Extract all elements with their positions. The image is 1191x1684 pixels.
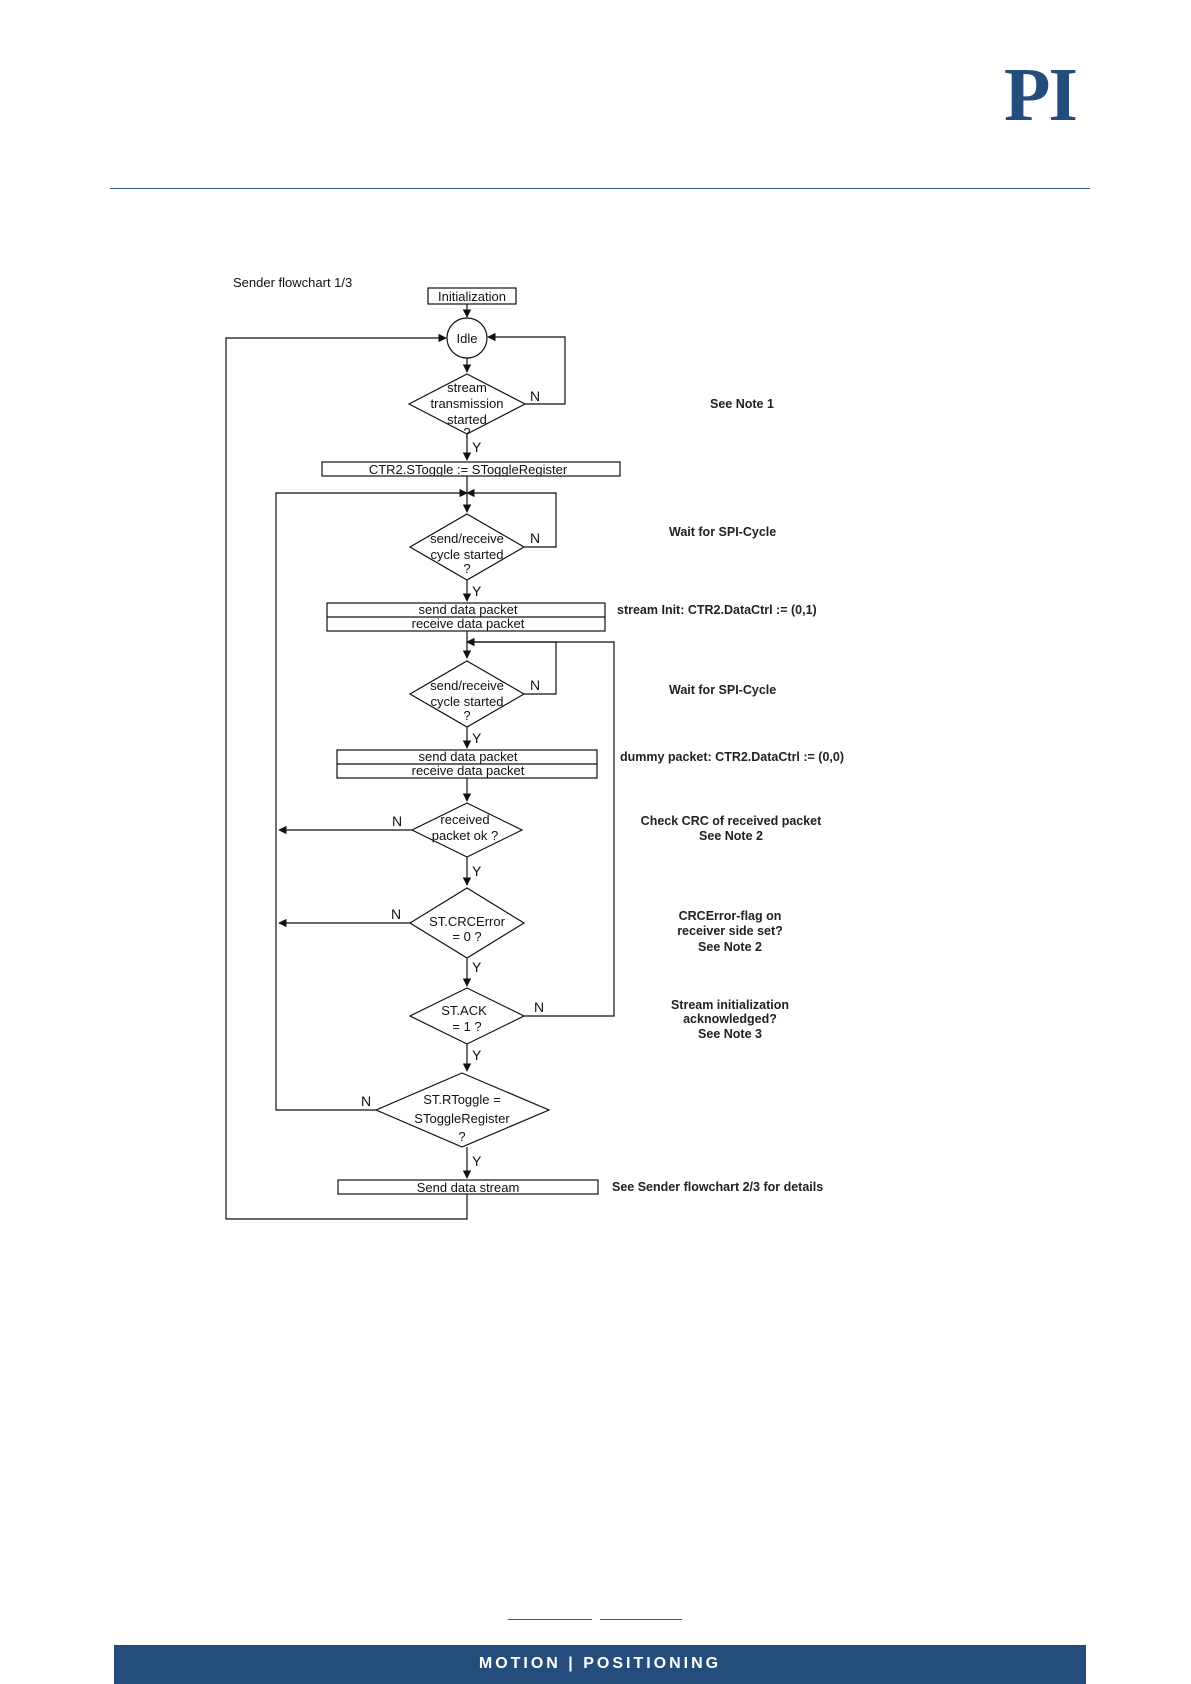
header-divider	[110, 188, 1090, 189]
d-rtoggle-l3: ?	[458, 1129, 465, 1144]
send-stream-box	[337, 1179, 599, 1195]
pi-logo: PI	[1004, 62, 1078, 128]
note-see-note-1: See Note 1	[710, 397, 774, 411]
d-cycle2-l2: cycle started	[431, 694, 504, 709]
d-stream-l1: stream	[447, 380, 487, 395]
crc-no-label: N	[391, 906, 401, 922]
cycle2-no-label: N	[530, 677, 540, 693]
cycle1-no-label: N	[530, 530, 540, 546]
send-stream-label: Send data stream	[417, 1180, 520, 1195]
footer-tagline: MOTION | POSITIONING	[478, 1655, 722, 1672]
ack-yes-label: Y	[472, 1047, 482, 1063]
d-cycle1-l2: cycle started	[431, 547, 504, 562]
footer-link-2[interactable]	[600, 1619, 682, 1620]
d-cycle1-l1: send/receive	[430, 531, 504, 546]
note-dummy-packet: dummy packet: CTR2.DataCtrl := (0,0)	[620, 750, 844, 764]
decision-rtoggle	[374, 1072, 551, 1148]
packet1-send: send data packet	[418, 602, 517, 617]
crc-yes-label: Y	[472, 959, 482, 975]
received-yes-label: Y	[472, 863, 482, 879]
init-label: Initialization	[438, 289, 506, 304]
d-rtoggle-l1: ST.RToggle =	[423, 1092, 500, 1107]
rtoggle-yes-label: Y	[472, 1153, 482, 1169]
idle-label: Idle	[457, 331, 478, 346]
d-ack-l2: = 1 ?	[452, 1019, 481, 1034]
note-wait-spi-1: Wait for SPI-Cycle	[669, 525, 776, 539]
note-ack-l2: acknowledged?	[683, 1012, 777, 1026]
packet2-send: send data packet	[418, 749, 517, 764]
note-crc-flag-l3: See Note 2	[698, 940, 762, 954]
d-stream-l3: started	[447, 412, 487, 427]
edge-stream-back-idle	[225, 333, 468, 1220]
received-no-label: N	[392, 813, 402, 829]
note-stream-init: stream Init: CTR2.DataCtrl := (0,1)	[617, 603, 817, 617]
note-crc-check-l2: See Note 2	[699, 829, 763, 843]
d-crc-l1: ST.CRCError	[429, 914, 506, 929]
packet2-receive: receive data packet	[412, 763, 525, 778]
d-received-l1: received	[440, 812, 489, 827]
footer-link-1[interactable]	[508, 1619, 592, 1620]
note-ack-l3: See Note 3	[698, 1027, 762, 1041]
d-ack-l1: ST.ACK	[441, 1003, 487, 1018]
edge-cycle1-no	[466, 488, 557, 548]
d-cycle2-l3: ?	[463, 708, 470, 723]
init-box	[427, 287, 517, 305]
toggle-label: CTR2.SToggle := SToggleRegister	[369, 462, 568, 477]
edge-ack-no	[466, 637, 615, 1017]
edge-rtoggle-no	[275, 488, 468, 1111]
rtoggle-no-label: N	[361, 1093, 371, 1109]
ack-no-label: N	[534, 999, 544, 1015]
note-details: See Sender flowchart 2/3 for details	[612, 1180, 823, 1194]
note-crc-flag-l2: receiver side set?	[677, 924, 783, 938]
footer-link-rules	[0, 1619, 1191, 1623]
footer-bar: MOTION | POSITIONING	[114, 1645, 1086, 1684]
d-stream-l4: ?	[463, 425, 470, 440]
d-crc-l2: = 0 ?	[452, 929, 481, 944]
d-received-l2: packet ok ?	[432, 828, 499, 843]
toggle-box	[321, 461, 621, 477]
stream-no-label: N	[530, 388, 540, 404]
cycle1-yes-label: Y	[472, 583, 482, 599]
diagram-title: Sender flowchart 1/3	[233, 275, 352, 290]
d-cycle2-l1: send/receive	[430, 678, 504, 693]
d-cycle1-l3: ?	[463, 561, 470, 576]
d-stream-l2: transmission	[431, 396, 504, 411]
note-ack-l1: Stream initialization	[671, 998, 789, 1012]
cycle2-yes-label: Y	[472, 730, 482, 746]
note-wait-spi-2: Wait for SPI-Cycle	[669, 683, 776, 697]
d-rtoggle-l2: SToggleRegister	[414, 1111, 510, 1126]
note-crc-check-l1: Check CRC of received packet	[641, 814, 822, 828]
stream-yes-label: Y	[472, 439, 482, 455]
note-crc-flag-l1: CRCError-flag on	[679, 909, 782, 923]
edge-stream-no	[487, 332, 566, 405]
packet1-receive: receive data packet	[412, 616, 525, 631]
logo-text: PI	[1004, 62, 1076, 128]
